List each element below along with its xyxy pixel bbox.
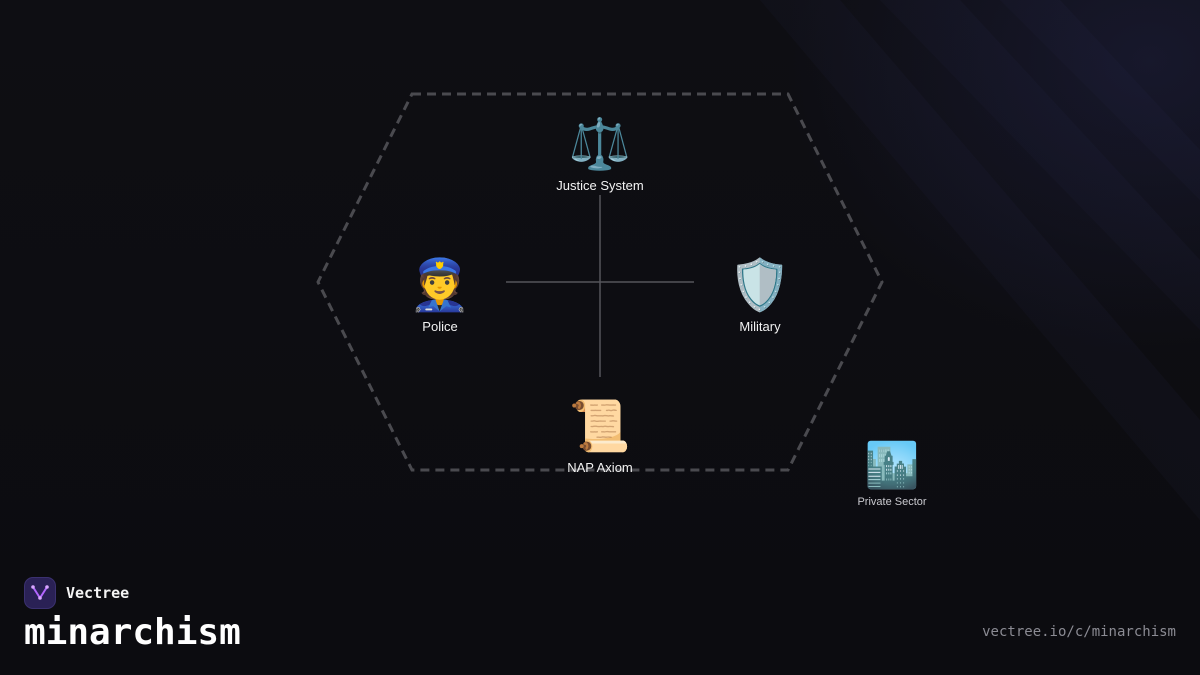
node-label: Private Sector <box>857 496 927 508</box>
node-police[interactable]: 👮 Police <box>409 255 471 334</box>
hexagon-outline <box>316 92 884 472</box>
node-label: NAP Axiom <box>567 460 633 475</box>
brand-name: Vectree <box>66 584 130 602</box>
node-justice-system[interactable]: ⚖️ Justice System <box>556 114 643 193</box>
police-officer-icon: 👮 <box>408 257 472 313</box>
brand[interactable]: Vectree <box>24 577 129 609</box>
node-military[interactable]: 🛡️ Military <box>729 255 791 334</box>
node-nap-axiom[interactable]: 📜 NAP Axiom <box>567 396 633 475</box>
node-label: Military <box>739 319 781 334</box>
page-url[interactable]: vectree.io/c/minarchism <box>982 624 1176 640</box>
page-title: minarchism <box>24 612 241 653</box>
node-label: Justice System <box>556 178 644 193</box>
node-label: Police <box>422 319 458 334</box>
scroll-icon: 📜 <box>568 398 632 454</box>
vectree-logo-icon <box>24 577 56 609</box>
scales-icon: ⚖️ <box>568 116 632 172</box>
node-private-sector[interactable]: 🏙️ Private Sector <box>857 440 926 508</box>
shield-icon: 🛡️ <box>728 257 792 313</box>
cityscape-icon: 🏙️ <box>864 441 920 490</box>
